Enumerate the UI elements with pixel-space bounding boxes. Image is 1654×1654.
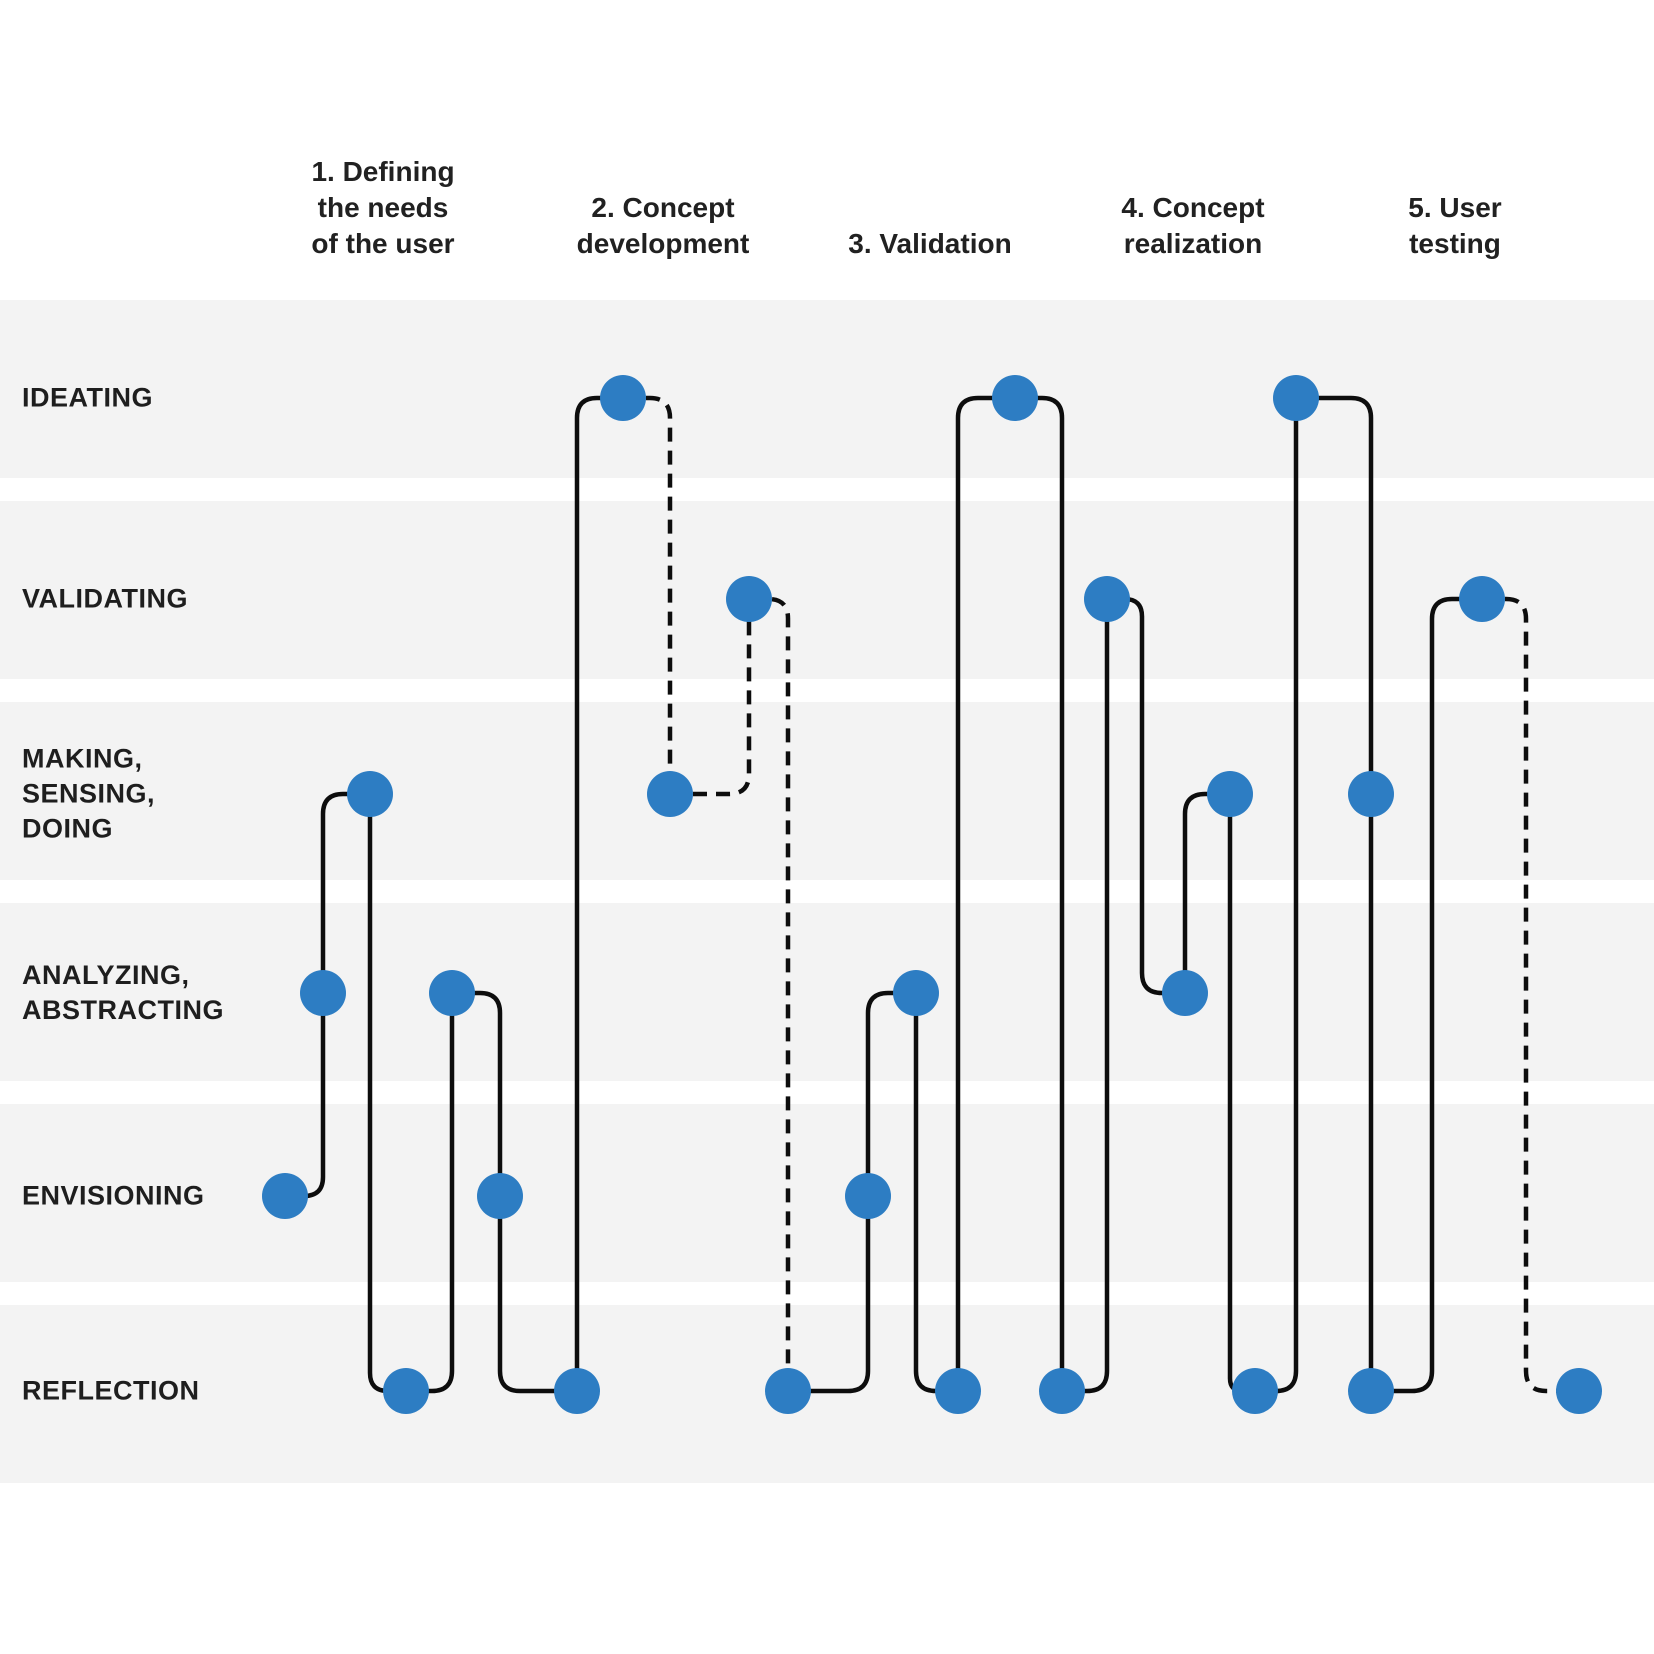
journey-node-dot [845, 1173, 891, 1219]
journey-node-dot [347, 771, 393, 817]
journey-connector-solid [913, 993, 958, 1394]
column-header-phase-2: 2. Concept development [576, 192, 750, 259]
journey-connector-dashed [749, 596, 791, 1391]
journey-node-dot [992, 375, 1038, 421]
journey-connector-solid [497, 1196, 577, 1394]
journey-connector-solid [1062, 599, 1110, 1394]
journey-node-dot [300, 970, 346, 1016]
journey-node-dot [726, 576, 772, 622]
column-header-phase-4: 4. Concept realization [1121, 192, 1265, 259]
journey-connector-dashed [1482, 596, 1579, 1394]
column-header-phase-5: 5. User testing [1408, 192, 1502, 259]
journey-node-dot [647, 771, 693, 817]
journey-node-dot [1162, 970, 1208, 1016]
column-header-phase-3: 3. Validation [848, 228, 1012, 259]
journey-connector-solid [955, 395, 1015, 1391]
journey-connector-solid [1371, 596, 1482, 1394]
row-label-making-sensing-doing: MAKING, SENSING, DOING [22, 743, 156, 844]
journey-connector-solid [574, 395, 623, 1391]
journey-connector-solid [367, 794, 406, 1394]
journey-node-dot [1084, 576, 1130, 622]
journey-node-dot [765, 1368, 811, 1414]
row-label-validating: VALIDATING [22, 583, 188, 614]
journey-connector-solid [1227, 794, 1255, 1394]
journey-node-dot [935, 1368, 981, 1414]
journey-node-dot [1459, 576, 1505, 622]
journey-node-dot [477, 1173, 523, 1219]
row-band [0, 501, 1654, 679]
row-label-analyzing-abstracting: ANALYZING, ABSTRACTING [22, 960, 224, 1025]
journey-node-dot [1039, 1368, 1085, 1414]
journey-node-dot [383, 1368, 429, 1414]
journey-node-dot [600, 375, 646, 421]
row-label-envisioning: ENVISIONING [22, 1180, 205, 1211]
journey-connector-solid [406, 993, 455, 1394]
row-label-reflection: REFLECTION [22, 1375, 200, 1406]
journey-connector-solid [452, 990, 503, 1196]
journey-node-dot [429, 970, 475, 1016]
journey-node-dot [1348, 771, 1394, 817]
journey-node-dot [554, 1368, 600, 1414]
journey-connector-solid [1255, 398, 1299, 1394]
journey-connector-solid [1107, 596, 1185, 996]
journey-node-dot [262, 1173, 308, 1219]
journey-connector-solid [1015, 395, 1065, 1391]
journey-connector-dashed [670, 599, 752, 797]
journey-node-dot [1232, 1368, 1278, 1414]
journey-node-dot [1207, 771, 1253, 817]
row-band [0, 300, 1654, 478]
journey-node-dot [1273, 375, 1319, 421]
journey-node-dot [1556, 1368, 1602, 1414]
journey-connector-solid [1182, 791, 1230, 993]
row-band [0, 903, 1654, 1081]
journey-connector-dashed [623, 395, 673, 794]
row-label-ideating: IDEATING [22, 382, 153, 413]
journey-node-dot [1348, 1368, 1394, 1414]
journey-node-dot [893, 970, 939, 1016]
journey-connector-solid [1296, 395, 1374, 1391]
column-header-phase-1: 1. Defining the needs of the user [311, 156, 455, 259]
